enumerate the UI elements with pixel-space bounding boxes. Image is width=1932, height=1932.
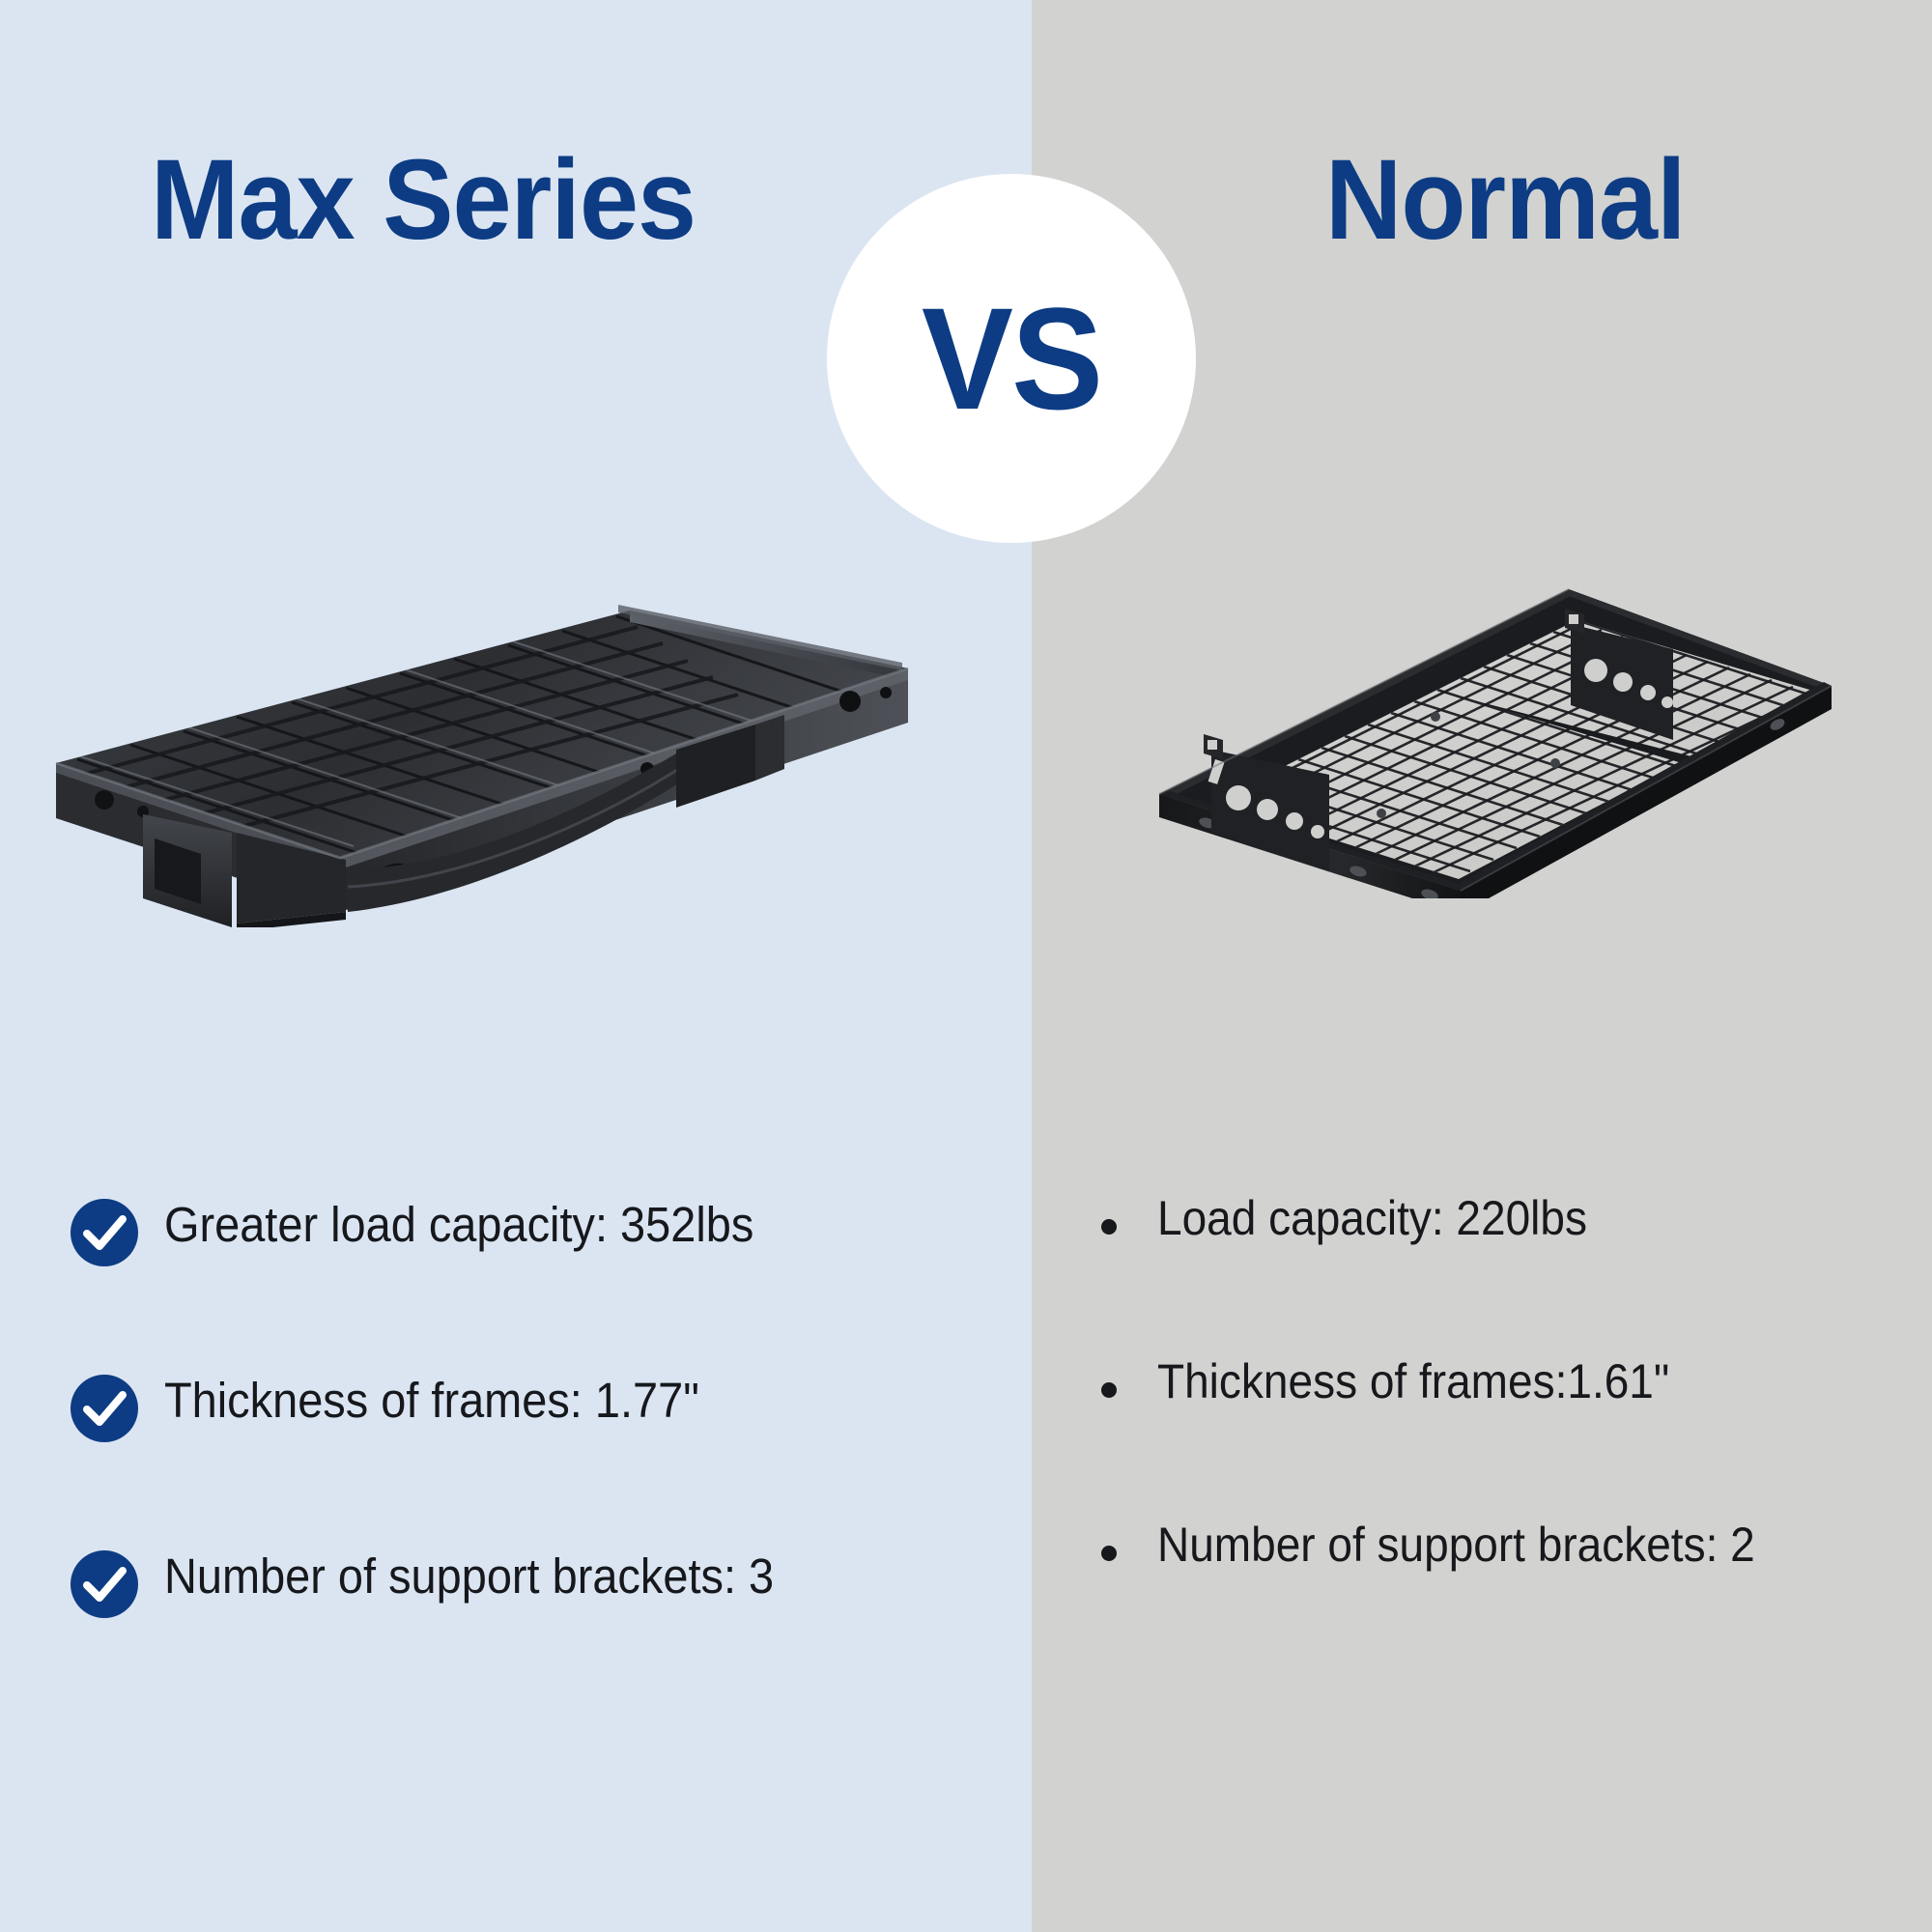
- left-feature-item-2: Thickness of frames: 1.77": [70, 1372, 978, 1443]
- bullet-dot-icon: [1101, 1546, 1117, 1561]
- max-series-product-image: [39, 580, 927, 931]
- left-feature-item-1: Greater load capacity: 352lbs: [70, 1196, 978, 1267]
- right-feature-item-2: Thickness of frames:1.61": [1101, 1353, 1893, 1410]
- right-feature-text-2: Thickness of frames:1.61": [1157, 1354, 1670, 1408]
- right-feature-list: Load capacity: 220lbs Thickness of frame…: [1101, 1190, 1893, 1680]
- right-feature-text-3: Number of support brackets: 2: [1157, 1518, 1755, 1572]
- right-feature-item-1: Load capacity: 220lbs: [1101, 1190, 1893, 1247]
- bullet-dot-icon: [1101, 1382, 1117, 1398]
- check-circle-icon: [70, 1198, 139, 1267]
- left-feature-list: Greater load capacity: 352lbs Thickness …: [70, 1196, 978, 1619]
- right-panel-title: Normal: [1325, 136, 1686, 264]
- left-feature-text-2: Thickness of frames: 1.77": [164, 1373, 699, 1428]
- left-feature-item-3: Number of support brackets: 3: [70, 1548, 978, 1619]
- left-feature-text-3: Number of support brackets: 3: [164, 1548, 775, 1604]
- left-panel-title: Max Series: [151, 136, 696, 264]
- versus-label: VS: [921, 277, 1103, 440]
- right-feature-text-1: Load capacity: 220lbs: [1157, 1191, 1587, 1245]
- check-circle-icon: [70, 1549, 139, 1619]
- normal-product-image: [1140, 570, 1855, 914]
- bullet-dot-icon: [1101, 1219, 1117, 1235]
- right-feature-item-3: Number of support brackets: 2: [1101, 1517, 1893, 1574]
- versus-badge: VS: [827, 174, 1196, 543]
- check-circle-icon: [70, 1374, 139, 1443]
- left-feature-text-1: Greater load capacity: 352lbs: [164, 1197, 754, 1252]
